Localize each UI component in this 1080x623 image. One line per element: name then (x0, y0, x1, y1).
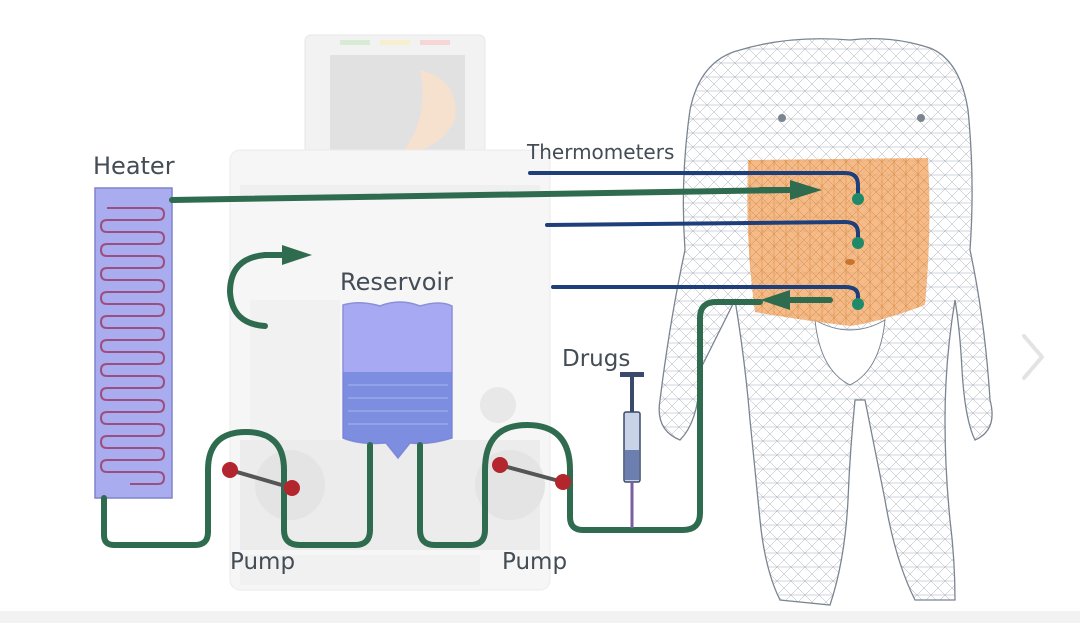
probe-tips (852, 193, 864, 310)
pump-right (492, 457, 571, 490)
heater-label: Heater (93, 152, 175, 180)
flow-arrows (226, 187, 833, 329)
tubing (101, 187, 793, 548)
reservoir-bag (342, 301, 453, 460)
chevron-right-icon (1022, 334, 1044, 380)
bottom-strip (0, 611, 1080, 623)
pump-label-left: Pump (230, 549, 296, 575)
thermometers-label: Thermometers (527, 140, 675, 164)
next-slide-button[interactable] (1012, 330, 1052, 384)
thermometer-probes (528, 171, 860, 306)
reservoir-label: Reservoir (340, 268, 453, 296)
heater-coil (94, 187, 173, 499)
pump-label-right: Pump (502, 549, 568, 575)
drugs-label: Drugs (562, 346, 631, 372)
pump-left (222, 462, 300, 496)
drug-syringe (620, 372, 644, 528)
